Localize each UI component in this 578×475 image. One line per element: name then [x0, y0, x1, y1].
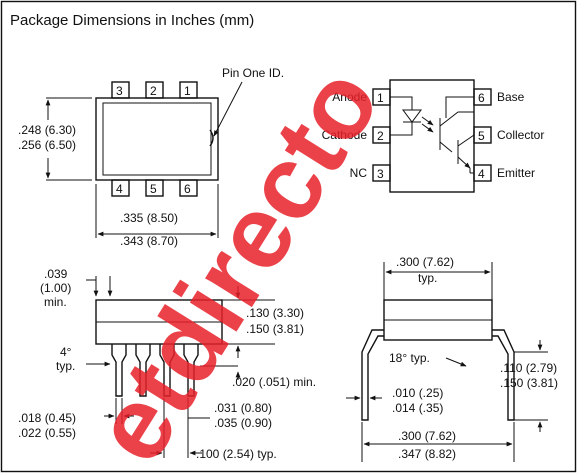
- side-angle-1: 4°: [60, 345, 72, 359]
- end-row-1: .300 (7.62): [396, 255, 454, 269]
- side-view-leads: [111, 344, 199, 397]
- top-view-pin-4: 4: [111, 179, 130, 197]
- lead-width-1: .018 (0.45): [18, 411, 76, 425]
- svg-text:4: 4: [478, 167, 485, 181]
- svg-text:3: 3: [377, 167, 384, 181]
- shoulder-1: .031 (0.80): [214, 401, 272, 415]
- pin-name-emitter: Emitter: [497, 166, 535, 180]
- pinout-schematic: 1 2 3 6 5 4 Anode Cathode NC Base Collec…: [322, 79, 544, 193]
- shoulder-2: .035 (0.90): [214, 416, 272, 430]
- svg-text:1: 1: [377, 91, 384, 105]
- top-view-pin-1: 1: [179, 81, 198, 99]
- top-view-pin-5: 5: [145, 179, 164, 197]
- schematic-pin-3: [372, 164, 391, 182]
- top-height-min: .248 (6.30): [18, 123, 76, 137]
- svg-text:5: 5: [150, 182, 157, 196]
- standoff-2: (1.00): [40, 281, 71, 295]
- svg-text:2: 2: [377, 129, 384, 143]
- svg-text:6: 6: [478, 91, 485, 105]
- pin-name-cathode: Cathode: [322, 128, 368, 142]
- svg-text:2: 2: [150, 84, 157, 98]
- end-spread-1: .300 (7.62): [398, 429, 456, 443]
- pin-name-base: Base: [497, 90, 525, 104]
- pin-one-id-label: Pin One ID.: [222, 66, 284, 80]
- svg-text:4: 4: [116, 182, 123, 196]
- side-view: .039 (1.00) min. .130 (3.30) .150 (3.81)…: [18, 267, 316, 461]
- end-view-left-lead: [361, 329, 384, 421]
- top-view-pin-2: 2: [145, 81, 164, 99]
- side-angle-2: typ.: [56, 359, 75, 373]
- side-seat: .020 (.051) min.: [232, 375, 316, 389]
- top-width-max: .343 (8.70): [120, 234, 178, 248]
- top-width-min: .335 (8.50): [120, 211, 178, 225]
- top-view-body: [95, 97, 219, 181]
- end-thick-2: .014 (.35): [392, 401, 443, 415]
- end-thick-1: .010 (.25): [392, 386, 443, 400]
- end-view-right-lead: [492, 329, 515, 421]
- top-view: 3 2 1 4 5 6 Pin One ID.: [18, 66, 284, 248]
- end-view: .300 (7.62) typ. 18° typ. .110 (2.79) .1…: [346, 255, 558, 462]
- side-body-h2: .150 (3.81): [246, 322, 304, 336]
- svg-text:3: 3: [116, 84, 123, 98]
- led-symbol-icon: [390, 96, 434, 136]
- pin-name-anode: Anode: [332, 90, 367, 104]
- svg-text:1: 1: [184, 84, 191, 98]
- end-lead-len2: .150 (3.81): [500, 376, 558, 390]
- end-angle: 18° typ.: [389, 351, 430, 365]
- standoff-1: .039: [44, 267, 68, 281]
- end-spread-2: .347 (8.82): [398, 447, 456, 461]
- svg-text:6: 6: [184, 182, 191, 196]
- end-lead-len1: .110 (2.79): [500, 361, 557, 375]
- standoff-3: min.: [44, 295, 67, 309]
- end-row-2: typ.: [418, 271, 437, 285]
- phototransistor-symbol-icon: [439, 96, 475, 174]
- top-view-pin-6: 6: [179, 179, 198, 197]
- lead-pitch: .100 (2.54) typ.: [196, 447, 277, 461]
- top-height-max: .256 (6.50): [18, 138, 76, 152]
- pin-one-notch: [209, 129, 214, 147]
- lead-width-2: .022 (0.55): [18, 426, 76, 440]
- side-body-h1: .130 (3.30): [246, 306, 304, 320]
- drawing-title: Package Dimensions in Inches (mm): [10, 12, 254, 29]
- pin-name-nc: NC: [350, 166, 368, 180]
- pin-name-collector: Collector: [497, 128, 544, 142]
- svg-text:5: 5: [478, 129, 485, 143]
- top-view-pin-3: 3: [111, 81, 130, 99]
